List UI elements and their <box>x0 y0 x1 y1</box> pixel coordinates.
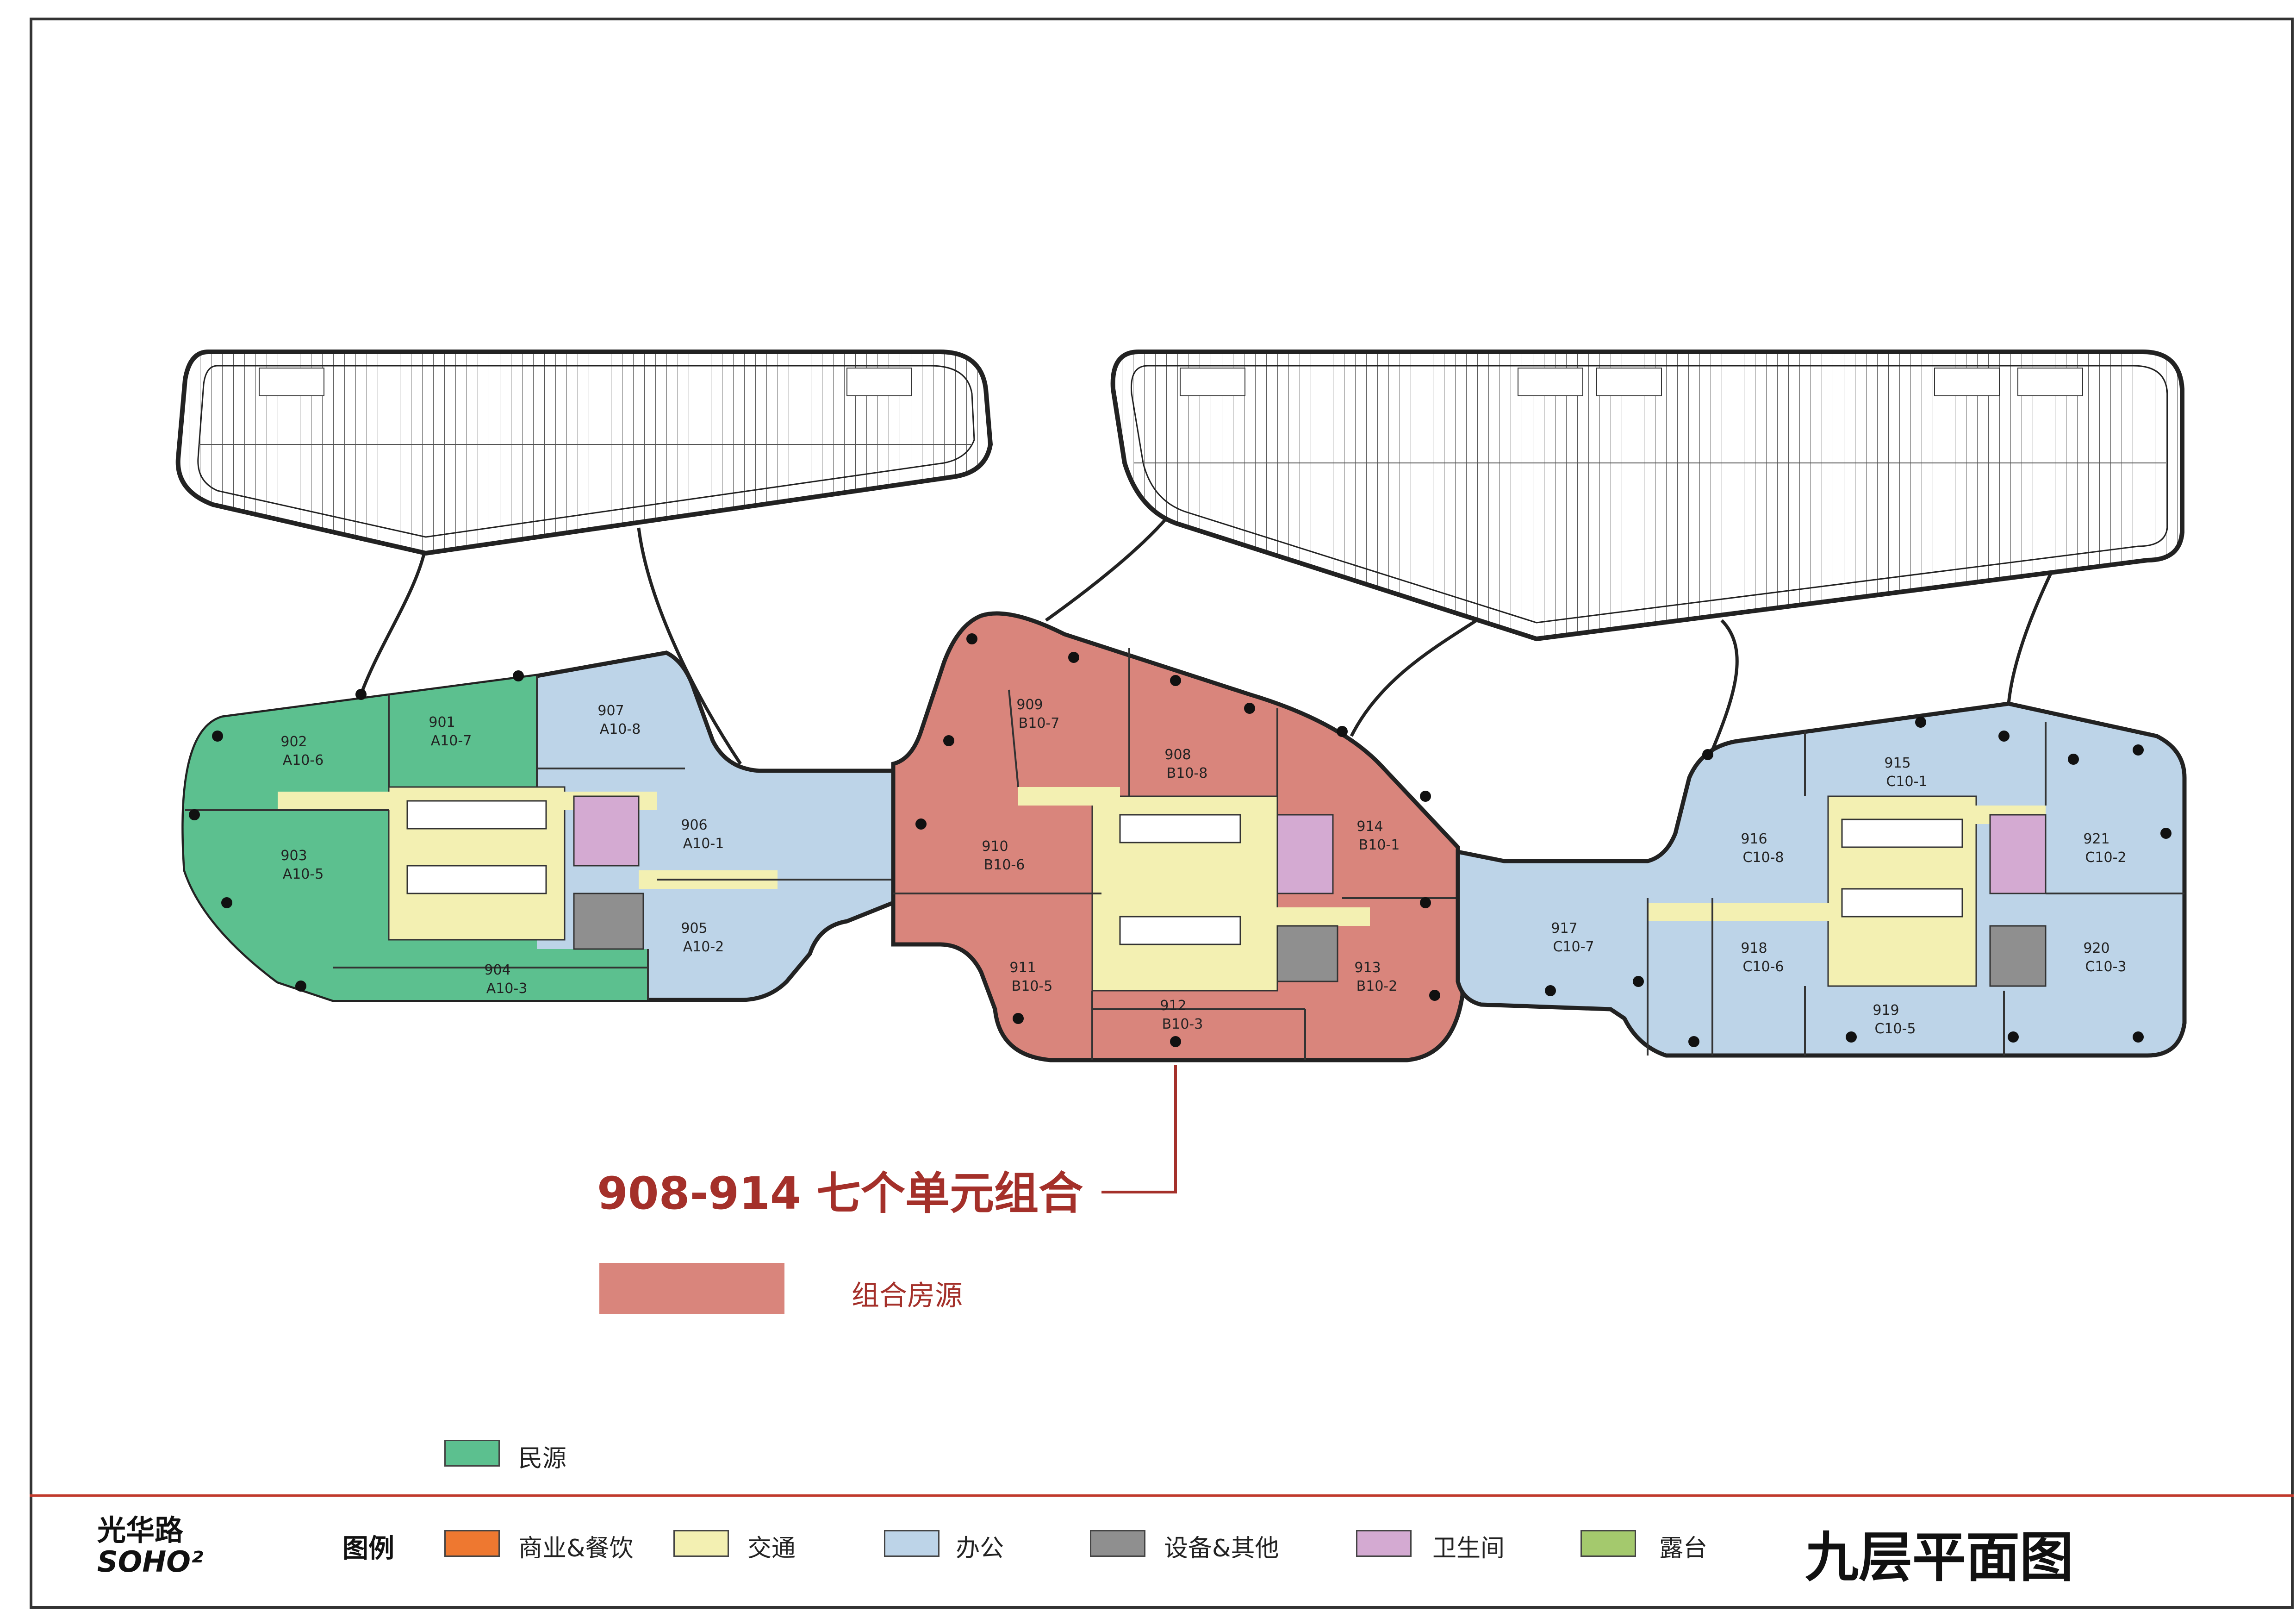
unit-label-num: 906 <box>681 817 707 833</box>
drawing-frame <box>30 18 2294 1609</box>
unit-label-num: 913 <box>1354 960 1381 976</box>
unit-label-num: 914 <box>1356 818 1383 835</box>
unit-label-code: C10-6 <box>1742 959 1784 975</box>
unit-label-code: B10-5 <box>1012 978 1053 994</box>
combo-legend-swatch <box>599 1263 784 1314</box>
callout-leader <box>1101 1065 1177 1193</box>
logo-line1: 光华路 <box>97 1513 184 1547</box>
unit-label-num: 920 <box>2083 940 2109 956</box>
unit-label-code: A10-1 <box>683 836 724 852</box>
minyuan-legend-label: 民源 <box>518 1445 567 1473</box>
legend-label: 办公 <box>956 1535 1004 1562</box>
unit-label-code: B10-3 <box>1162 1016 1203 1032</box>
unit-label-num: 910 <box>982 838 1008 855</box>
minyuan-legend-swatch <box>444 1440 500 1467</box>
combo-title: 908-914 七个单元组合 <box>597 1168 1083 1219</box>
unit-label-code: C10-2 <box>2085 849 2126 866</box>
legend-swatch-commerce <box>444 1530 500 1557</box>
legend-swatch-office <box>884 1530 940 1557</box>
logo-line2: SOHO² <box>97 1545 203 1576</box>
unit-label-code: A10-3 <box>486 981 528 997</box>
unit-label-code: B10-1 <box>1359 837 1400 853</box>
floor-title: 九层平面图 <box>1805 1526 2073 1589</box>
unit-label-code: A10-2 <box>683 939 724 955</box>
roof-terrace-right <box>1110 350 2184 642</box>
columns <box>189 633 2172 1047</box>
legend-heading: 图例 <box>342 1534 394 1564</box>
unit-label-code: B10-6 <box>984 857 1025 873</box>
unit-label-code: A10-6 <box>283 752 324 768</box>
unit-label-num: 912 <box>1160 998 1186 1014</box>
soho-logo: 光华路 SOHO² <box>97 1513 203 1576</box>
unit-label-num: 911 <box>1009 960 1036 976</box>
unit-label-num: 916 <box>1741 831 1767 847</box>
unit-label-code: C10-5 <box>1874 1021 1916 1037</box>
unit-label-num: 919 <box>1873 1002 1899 1018</box>
unit-label-num: 915 <box>1884 755 1910 771</box>
legend-swatch-circulation <box>673 1530 729 1557</box>
unit-label-code: B10-7 <box>1019 715 1060 731</box>
legend-label: 交通 <box>747 1535 796 1562</box>
block-b <box>891 611 1465 1062</box>
unit-label-num: 907 <box>597 703 624 719</box>
unit-label-num: 904 <box>484 962 510 978</box>
legend-swatch-terrace <box>1580 1530 1636 1557</box>
unit-label-code: A10-8 <box>600 721 641 737</box>
unit-label-code: A10-5 <box>283 866 324 882</box>
combo-legend-label: 组合房源 <box>852 1280 963 1312</box>
unit-labels: 902 A10-6 901 A10-7 907 A10-8 903 A10-5 … <box>280 697 2126 1037</box>
legend-label: 设备&其他 <box>1164 1535 1279 1562</box>
unit-label-code: A10-7 <box>431 733 472 749</box>
unit-label-num: 908 <box>1164 747 1191 763</box>
legend-swatch-restroom <box>1356 1530 1412 1557</box>
unit-label-code: C10-1 <box>1886 774 1927 790</box>
unit-label-num: 917 <box>1551 920 1577 937</box>
legend-swatch-equipment <box>1090 1530 1145 1557</box>
legend-label: 商业&餐饮 <box>518 1535 634 1562</box>
unit-label-num: 901 <box>429 714 455 731</box>
legend-label: 卫生间 <box>1432 1535 1505 1562</box>
roof-terrace-left <box>175 350 993 556</box>
unit-label-code: C10-7 <box>1553 939 1594 955</box>
unit-label-num: 921 <box>2083 831 2109 847</box>
unit-label-num: 909 <box>1016 697 1043 713</box>
unit-label-code: C10-3 <box>2085 959 2126 975</box>
unit-label-code: B10-8 <box>1167 765 1208 781</box>
unit-label-num: 905 <box>681 920 707 937</box>
block-a <box>181 650 896 1002</box>
unit-label-num: 903 <box>280 848 307 864</box>
unit-label-num: 918 <box>1741 940 1767 956</box>
footer-rule <box>30 1494 2294 1497</box>
block-c <box>1456 701 2187 1058</box>
unit-label-num: 902 <box>280 734 307 750</box>
legend-label: 露台 <box>1659 1535 1708 1562</box>
unit-label-code: C10-8 <box>1742 849 1784 866</box>
unit-label-code: B10-2 <box>1356 978 1398 994</box>
